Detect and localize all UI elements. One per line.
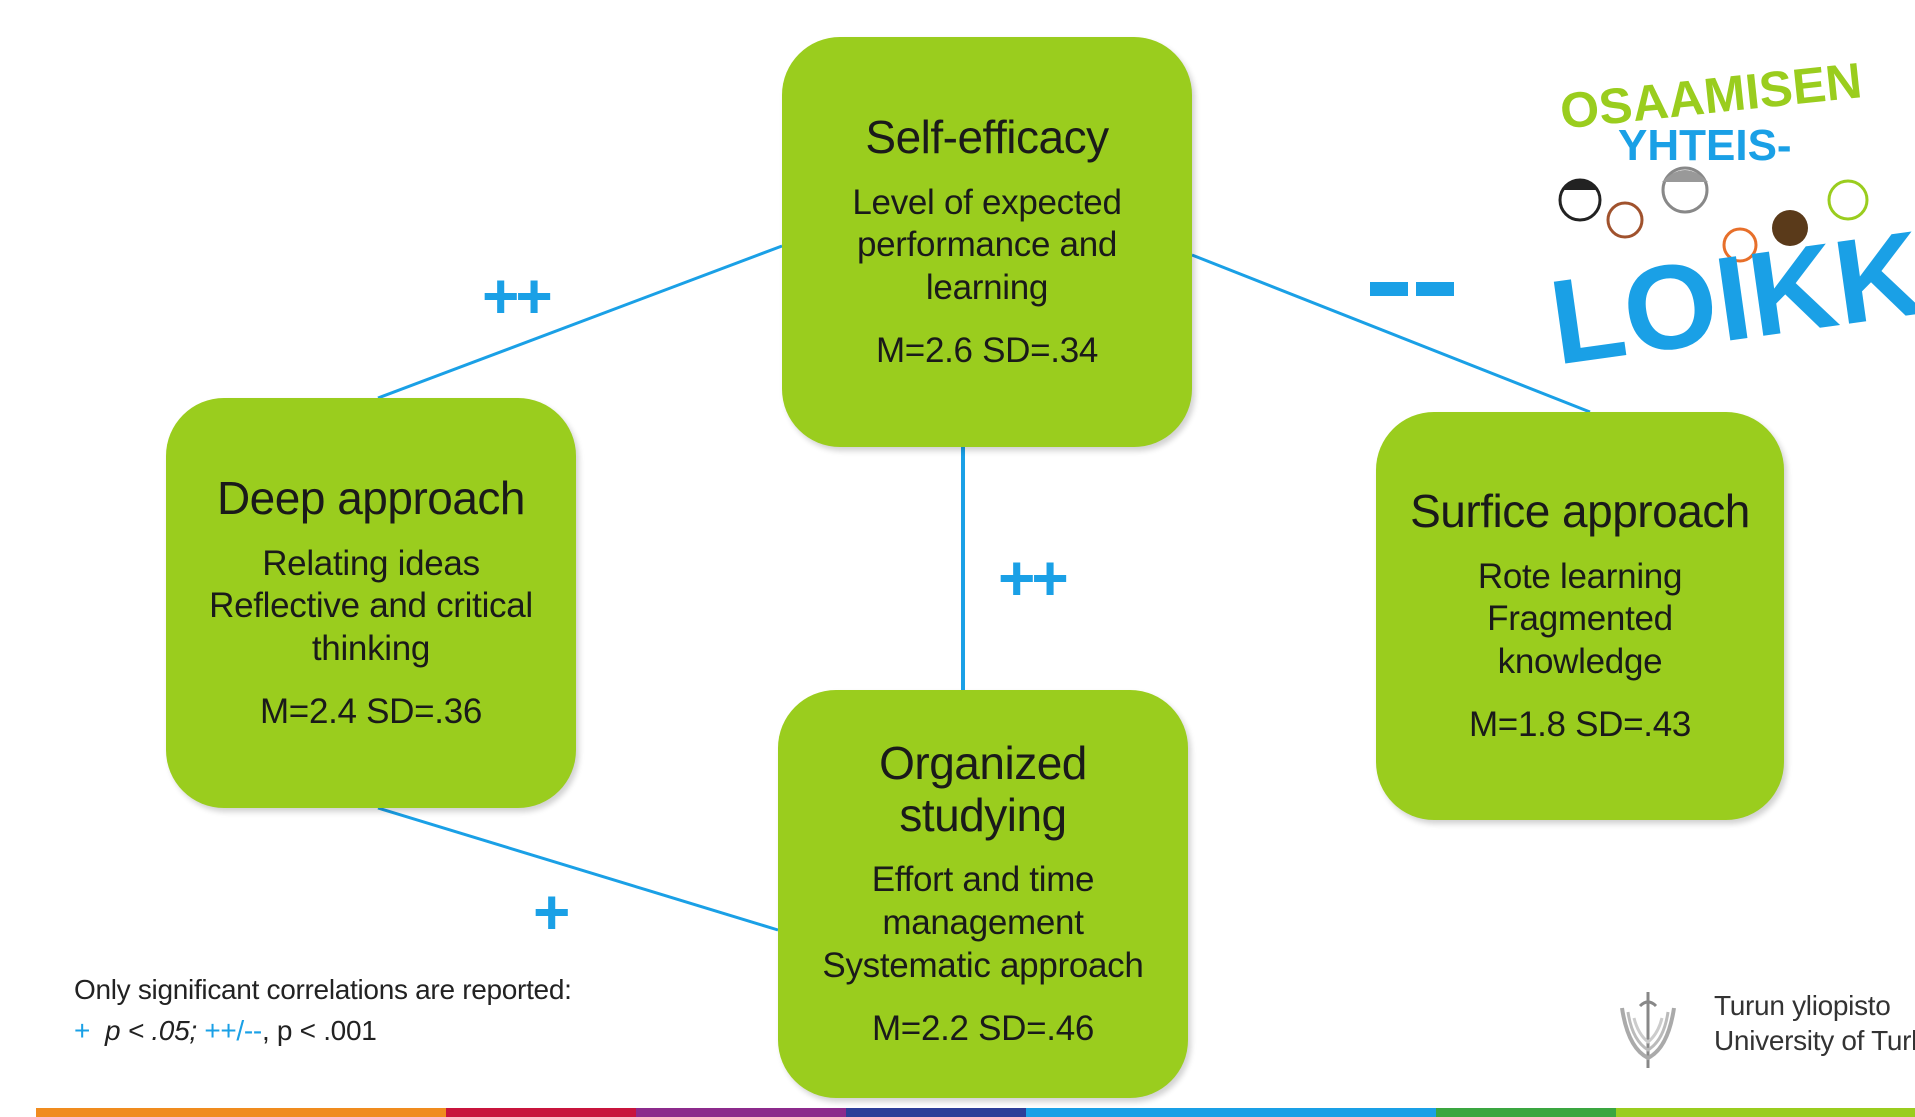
- minus-mark: [1370, 282, 1408, 296]
- self-efficacy-stats: M=2.6 SD=.34: [875, 330, 1099, 370]
- footnote-p001: , p < .001: [261, 1014, 377, 1046]
- correlation-sign-organized-self: ++: [998, 542, 1069, 614]
- university-name-en: University of Turku: [1714, 1025, 1915, 1056]
- bar-segment-lime: [1616, 1108, 1915, 1117]
- bar-segment-red: [446, 1108, 636, 1117]
- correlation-sign-deep-organized: +: [533, 876, 571, 948]
- surface-approach-stats: M=1.8 SD=.43: [1468, 704, 1692, 744]
- university-logo: Turun yliopisto University of Turku: [1618, 988, 1915, 1068]
- deep-approach-box: Deep approach Relating ideas Reflective …: [166, 398, 576, 808]
- university-name: Turun yliopisto University of Turku: [1714, 988, 1915, 1058]
- osaamisen-yhteisloikka-logo: OSAAMISEN YHTEIS- LOIKKA: [1542, 52, 1915, 390]
- bar-segment-green: [1436, 1108, 1616, 1117]
- organized-studying-description: Effort and time management Systematic ap…: [822, 860, 1144, 985]
- logo-line3: LOIKKA: [1542, 194, 1915, 390]
- correlation-sign-deep-self: ++: [482, 260, 553, 332]
- surface-approach-title: Surfice approach: [1410, 485, 1750, 538]
- bar-segment-navy: [846, 1108, 1026, 1117]
- organized-studying-title: Organized studying: [879, 737, 1087, 841]
- link-deep-self: [377, 244, 783, 400]
- self-efficacy-description: Level of expected performance and learni…: [852, 182, 1122, 308]
- surface-approach-box: Surfice approach Rote learning Fragmente…: [1376, 412, 1784, 820]
- link-deep-organized: [377, 806, 779, 932]
- logo-characters: [1558, 166, 1869, 263]
- footnote: Only significant correlations are report…: [74, 970, 572, 1051]
- deep-approach-description: Relating ideas Reflective and critical t…: [209, 543, 533, 669]
- deep-approach-title: Deep approach: [216, 472, 526, 525]
- organized-studying-box: Organized studying Effort and time manag…: [778, 690, 1188, 1098]
- bar-segment-blue: [1026, 1108, 1436, 1117]
- bar-segment-orange: [36, 1108, 446, 1117]
- organized-studying-stats: M=2.2 SD=.46: [871, 1008, 1095, 1048]
- surface-approach-description: Rote learning Fragmented knowledge: [1477, 556, 1683, 682]
- footnote-line1: Only significant correlations are report…: [74, 974, 572, 1005]
- university-name-fi: Turun yliopisto: [1714, 990, 1891, 1021]
- link-self-surface: [1191, 253, 1591, 414]
- self-efficacy-box: Self-efficacy Level of expected performa…: [782, 37, 1192, 447]
- footnote-plus: +: [74, 1014, 91, 1046]
- self-efficacy-title: Self-efficacy: [865, 111, 1109, 164]
- bottom-color-bar: [36, 1108, 1915, 1117]
- bar-segment-purple: [636, 1108, 846, 1117]
- footnote-p05: p < .05;: [105, 1014, 197, 1046]
- footnote-line2: + p < .05; ++/--, p < .001: [74, 1011, 572, 1052]
- logo-line2: YHTEIS-: [1618, 121, 1792, 170]
- correlation-sign-self-surface: --: [1370, 282, 1456, 320]
- university-emblem-icon: [1620, 992, 1676, 1068]
- footnote-plusminus: ++/--: [204, 1014, 262, 1046]
- minus-mark: [1416, 282, 1454, 296]
- deep-approach-stats: M=2.4 SD=.36: [259, 691, 483, 731]
